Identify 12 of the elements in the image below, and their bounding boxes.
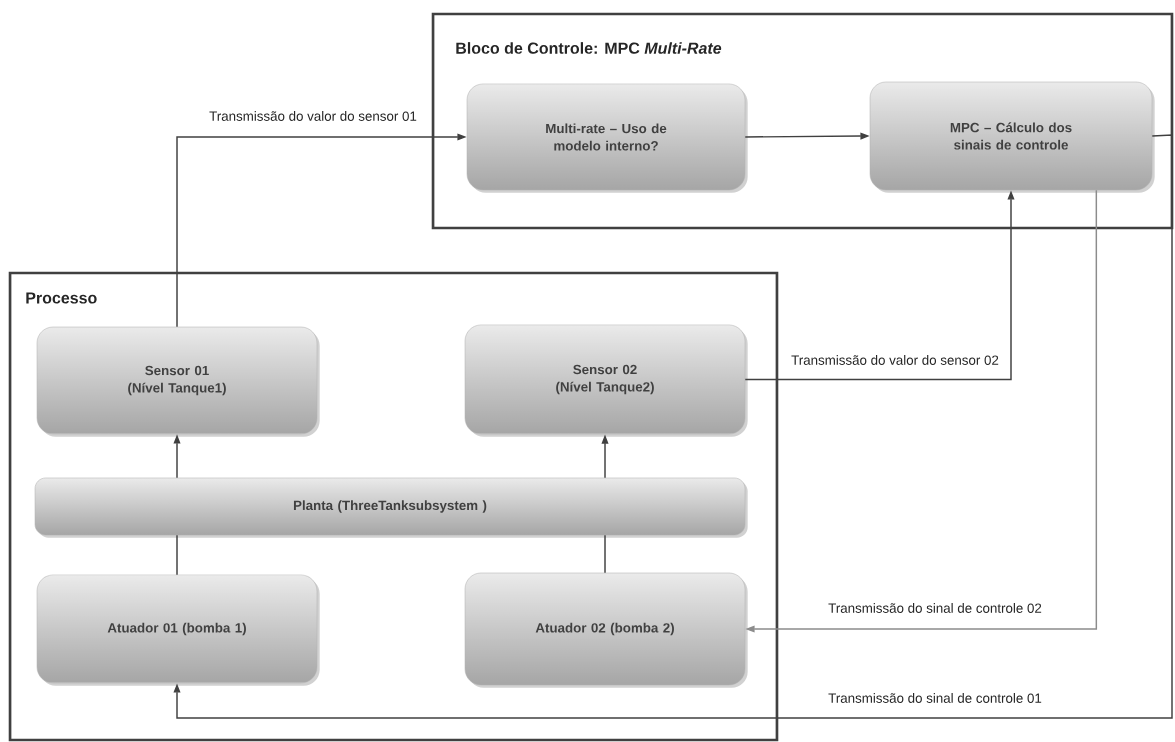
process-box: Sensor 02 (Nível Tanque2) [464,324,748,437]
process-box: Atuador 02 (bomba 2) [464,572,748,688]
arrow [173,134,1173,719]
process-box: Planta (ThreeTanksubsystem ) [34,477,748,538]
process-box: Atuador 01 (bomba 1) [36,574,320,686]
process-box: MPC – Cálculo dos sinais de controle [869,81,1155,193]
edge-label: Transmissão do valor do sensor 01 [207,109,419,123]
edge-label: Transmissão do sinal de controle 01 [826,691,1044,705]
process-box: Sensor 01 (Nível Tanque1) [36,326,320,437]
edge-label: Transmissão do valor do sensor 02 [789,353,1001,367]
process-box: Multi-rate – Uso de modelo interno? [466,83,748,193]
edge-label: Transmissão do sinal de controle 02 [826,601,1044,615]
